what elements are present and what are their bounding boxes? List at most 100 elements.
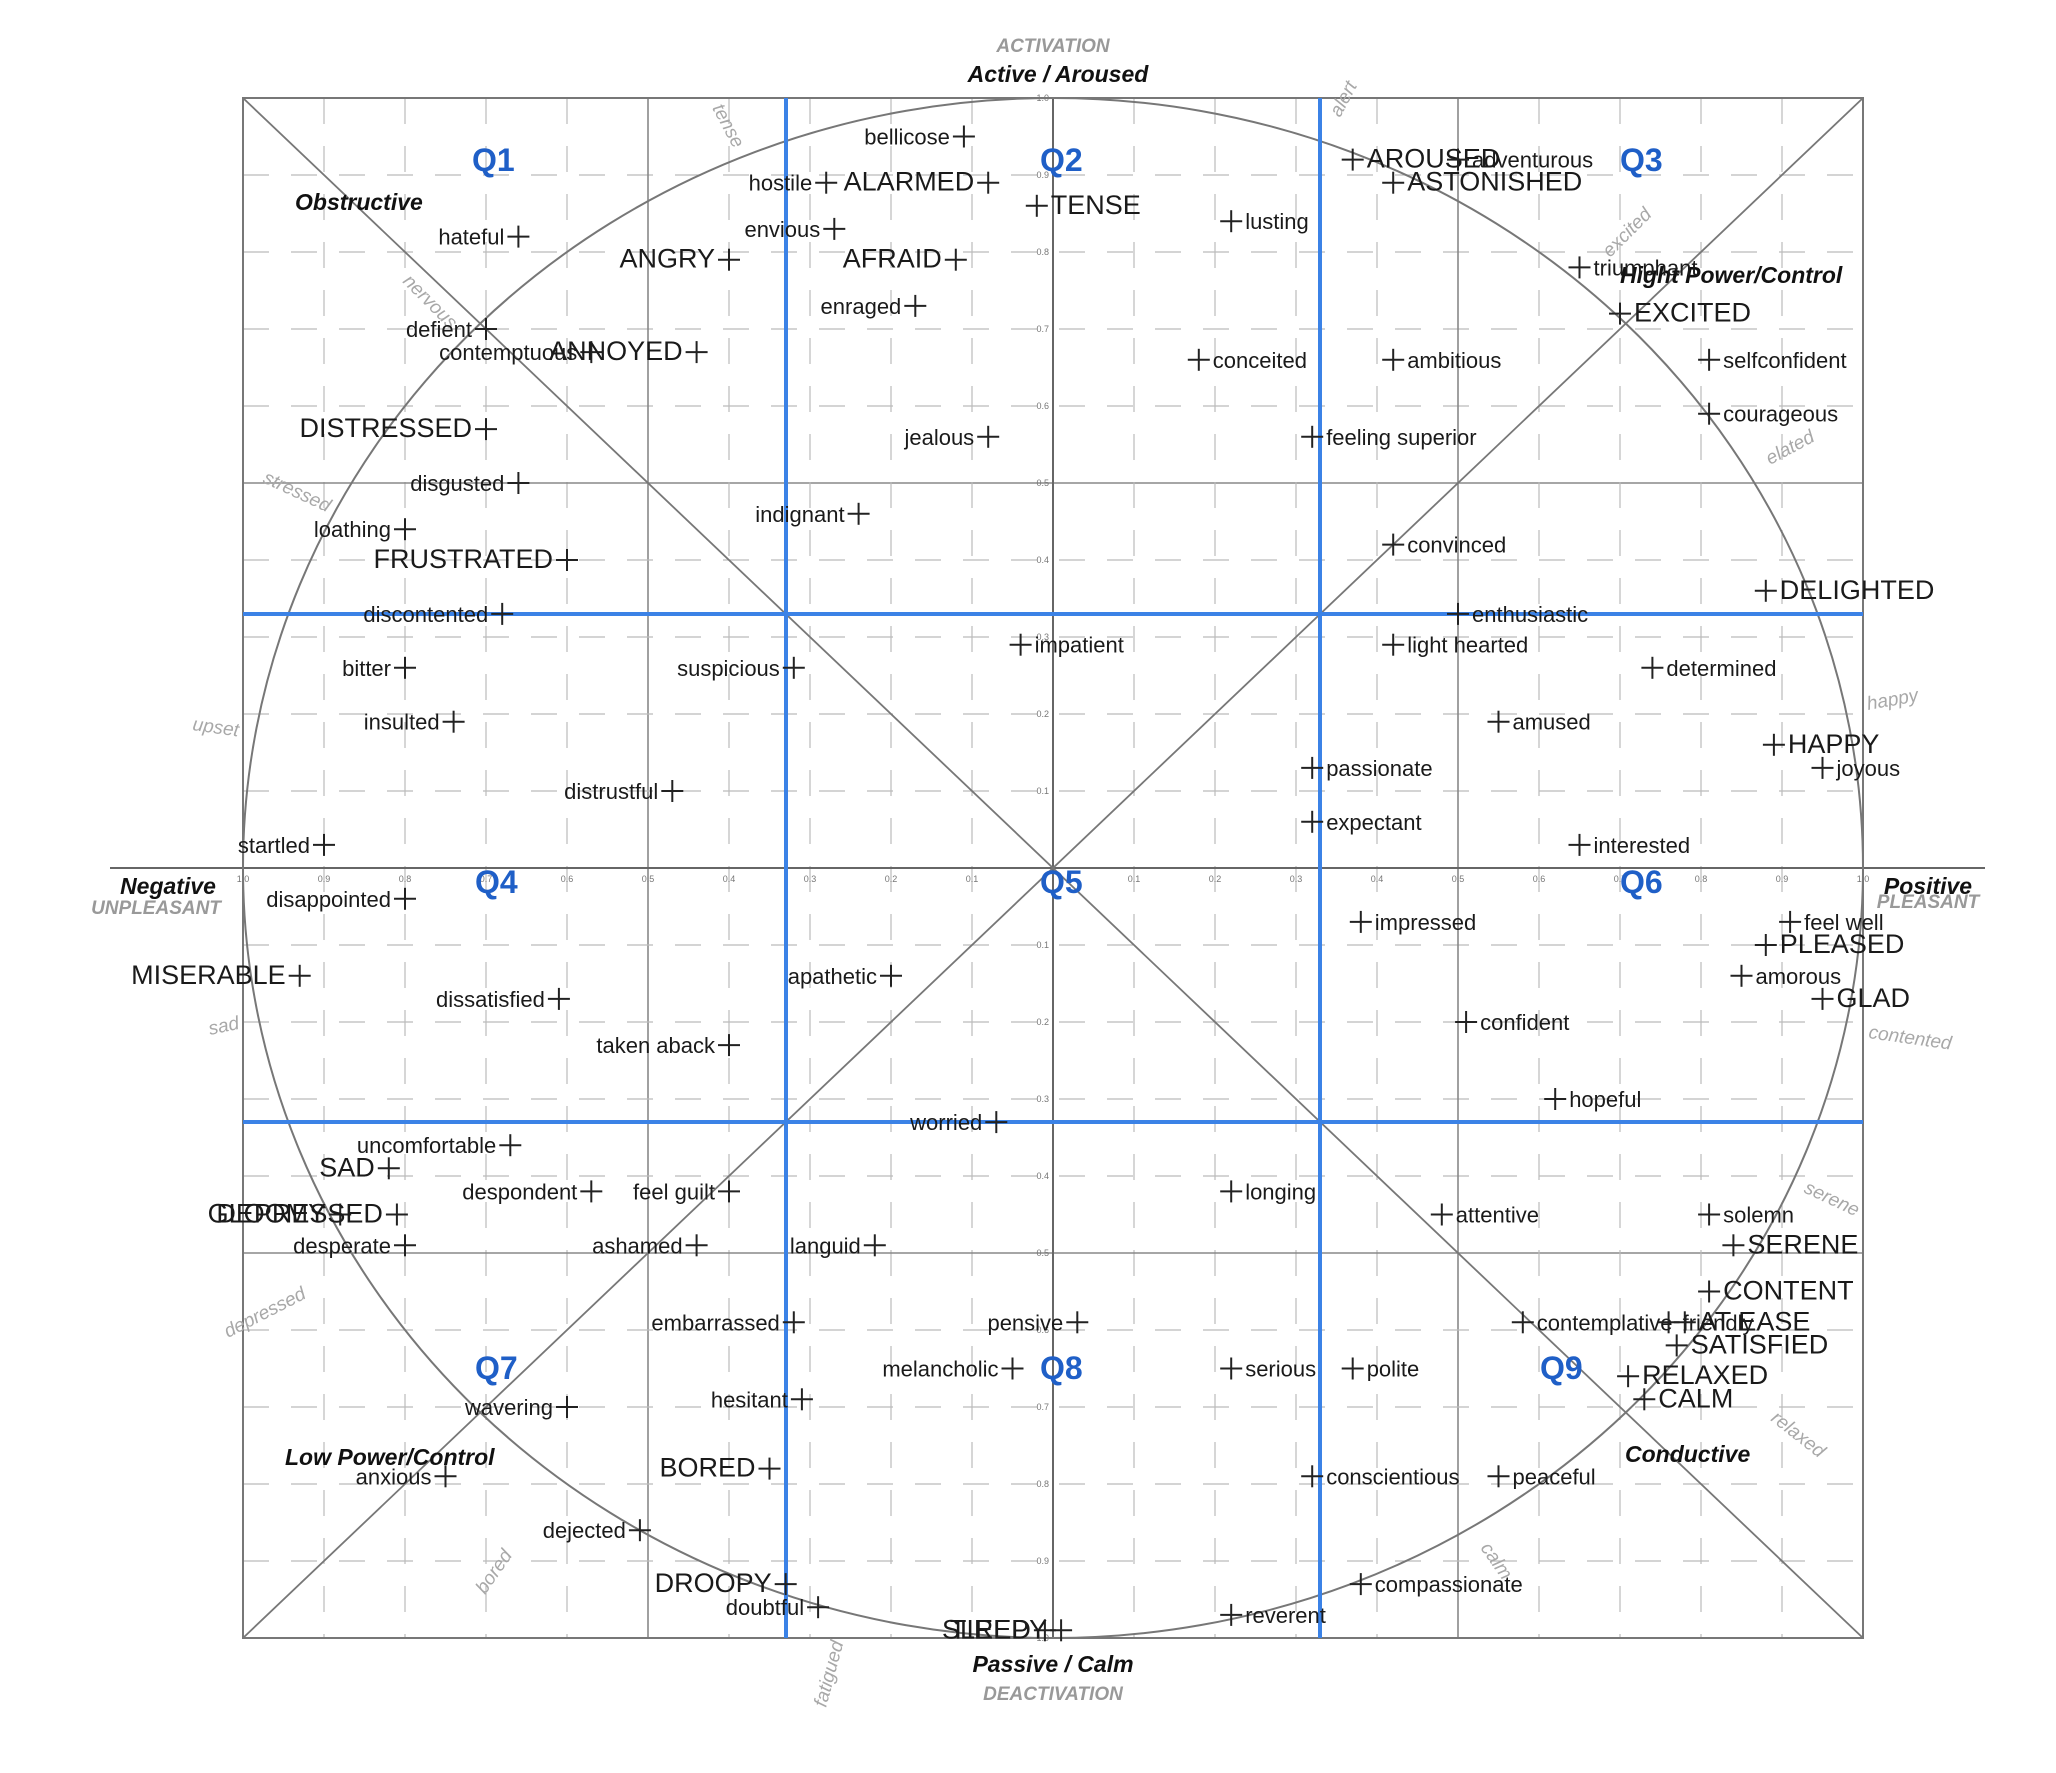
quadrant-q9: Q9	[1540, 1350, 1583, 1386]
quadrant-q3: Q3	[1620, 142, 1663, 178]
emotion-item: bellicose	[864, 125, 975, 150]
emotion-label: joyous	[1836, 756, 1901, 781]
emotion-label: EXCITED	[1634, 298, 1751, 328]
scale-tick-label: 1.0	[1857, 874, 1870, 884]
quadrant-q2: Q2	[1040, 142, 1083, 178]
scale-tick-label: 0.3	[1036, 632, 1049, 642]
emotion-item: ALARMED	[844, 167, 1000, 197]
emotion-item: lusting	[1220, 209, 1309, 234]
emotion-item: interested	[1568, 833, 1690, 858]
emotion-item: hesitant	[711, 1387, 813, 1412]
emotion-label: bitter	[342, 656, 391, 681]
emotion-item: contemplative	[1511, 1310, 1673, 1335]
emotion-item: polite	[1341, 1357, 1419, 1382]
emotion-item: BORED	[659, 1453, 781, 1483]
emotion-item: AFRAID	[843, 244, 967, 274]
emotion-item: selfconfident	[1698, 348, 1847, 373]
scale-tick-label: 0.9	[1776, 874, 1789, 884]
emotion-label: languid	[790, 1233, 861, 1258]
emotion-item: SATISFIED	[1665, 1329, 1828, 1359]
emotion-item: FRUSTRATED	[374, 544, 578, 574]
emotion-label: SAD	[319, 1152, 375, 1182]
emotion-item: expectant	[1301, 810, 1422, 835]
emotion-item: apathetic	[788, 964, 902, 989]
scale-tick-label: 0.2	[1036, 1017, 1049, 1027]
scale-tick-label: 0.6	[561, 874, 574, 884]
emotion-label: ashamed	[592, 1233, 683, 1258]
emotion-label: taken aback	[596, 1033, 716, 1058]
scale-tick-label: 0.7	[480, 874, 493, 884]
emotion-label: impressed	[1375, 910, 1476, 935]
scale-tick-label: 0.8	[399, 874, 412, 884]
emotion-item: ambitious	[1382, 348, 1501, 373]
emotion-label: BORED	[659, 1453, 755, 1483]
emotion-label: HAPPY	[1788, 729, 1880, 759]
emotion-label: feel guilt	[633, 1179, 715, 1204]
emotion-item: GLAD	[1811, 983, 1910, 1013]
emotion-item: SAD	[319, 1152, 400, 1182]
scale-tick-label: 0.1	[1036, 940, 1049, 950]
emotion-item: EXCITED	[1609, 298, 1751, 328]
obstructive-label: Obstructive	[295, 189, 423, 215]
scale-tick-label: 1.0	[237, 874, 250, 884]
emotion-item: amused	[1487, 710, 1591, 735]
quadrant-q1: Q1	[472, 142, 515, 178]
negative-label: Negative	[120, 873, 216, 899]
emotion-item: CONTENT	[1698, 1276, 1854, 1306]
emotion-label: disgusted	[410, 471, 504, 496]
ring-word-upset: upset	[191, 714, 241, 741]
emotion-label: amused	[1513, 710, 1591, 735]
emotion-label: amorous	[1756, 964, 1842, 989]
emotion-item: adventurous	[1447, 148, 1593, 173]
emotion-item: bitter	[342, 656, 416, 681]
emotion-label: insulted	[364, 710, 440, 735]
emotion-label: DISTRESSED	[299, 413, 472, 443]
emotion-item: insulted	[364, 710, 465, 735]
scale-tick-label: 0.5	[642, 874, 655, 884]
ring-word-tense: tense	[708, 100, 748, 151]
emotion-label: GLOOMY	[208, 1199, 327, 1229]
low-power-control-label: Low Power/Control	[285, 1444, 495, 1470]
emotion-label: reverent	[1245, 1603, 1326, 1628]
quadrant-q7: Q7	[475, 1350, 518, 1386]
emotion-label: AT EASE	[1699, 1306, 1811, 1336]
scale-tick-label: 0.4	[1036, 555, 1049, 565]
unpleasant-caption: UNPLEASANT	[91, 898, 222, 919]
pleasant-caption: PLEASANT	[1877, 892, 1981, 913]
emotion-label: enraged	[821, 294, 902, 319]
emotion-label: ALARMED	[844, 167, 975, 197]
emotion-item: light hearted	[1382, 633, 1528, 658]
emotion-item: languid	[790, 1233, 886, 1258]
scale-tick-label: 0.4	[1371, 874, 1384, 884]
emotion-label: DEPRESSED	[216, 1199, 383, 1229]
scale-tick-label: 0.7	[1614, 874, 1627, 884]
emotion-label: longing	[1245, 1179, 1316, 1204]
emotion-item: DEPRESSED	[216, 1199, 408, 1229]
emotion-item: DELIGHTED	[1754, 575, 1935, 605]
emotion-item: joyous	[1811, 756, 1901, 781]
emotion-item: ANNOYED	[549, 336, 708, 366]
emotion-label: MISERABLE	[131, 960, 286, 990]
emotion-label: contemptuous	[439, 340, 577, 365]
emotion-label: DELIGHTED	[1780, 575, 1935, 605]
ring-word-contented: contented	[1867, 1022, 1954, 1055]
scale-tick-label: 1.0	[1036, 1633, 1049, 1643]
emotion-label: ASTONISHED	[1407, 167, 1582, 197]
emotion-item: hopeful	[1544, 1087, 1641, 1112]
scale-tick-label: 0.6	[1036, 1325, 1049, 1335]
scale-tick-label: 0.9	[318, 874, 331, 884]
scale-tick-label: 0.1	[1036, 786, 1049, 796]
diagonal-right	[242, 97, 1864, 1639]
emotion-item: passionate	[1301, 756, 1433, 781]
affect-circle	[242, 97, 1864, 1639]
emotion-item: confident	[1455, 1010, 1569, 1035]
ring-word-excited: excited	[1599, 203, 1657, 261]
ring-word-stressed: stressed	[260, 467, 335, 517]
quadrant-q5: Q5	[1040, 864, 1083, 900]
emotion-item: DISTRESSED	[299, 413, 497, 443]
scale-tick-label: 0.6	[1036, 401, 1049, 411]
emotion-item: enthusiastic	[1447, 602, 1588, 627]
emotion-label: courageous	[1723, 402, 1838, 427]
scale-tick-label: 0.7	[1036, 324, 1049, 334]
